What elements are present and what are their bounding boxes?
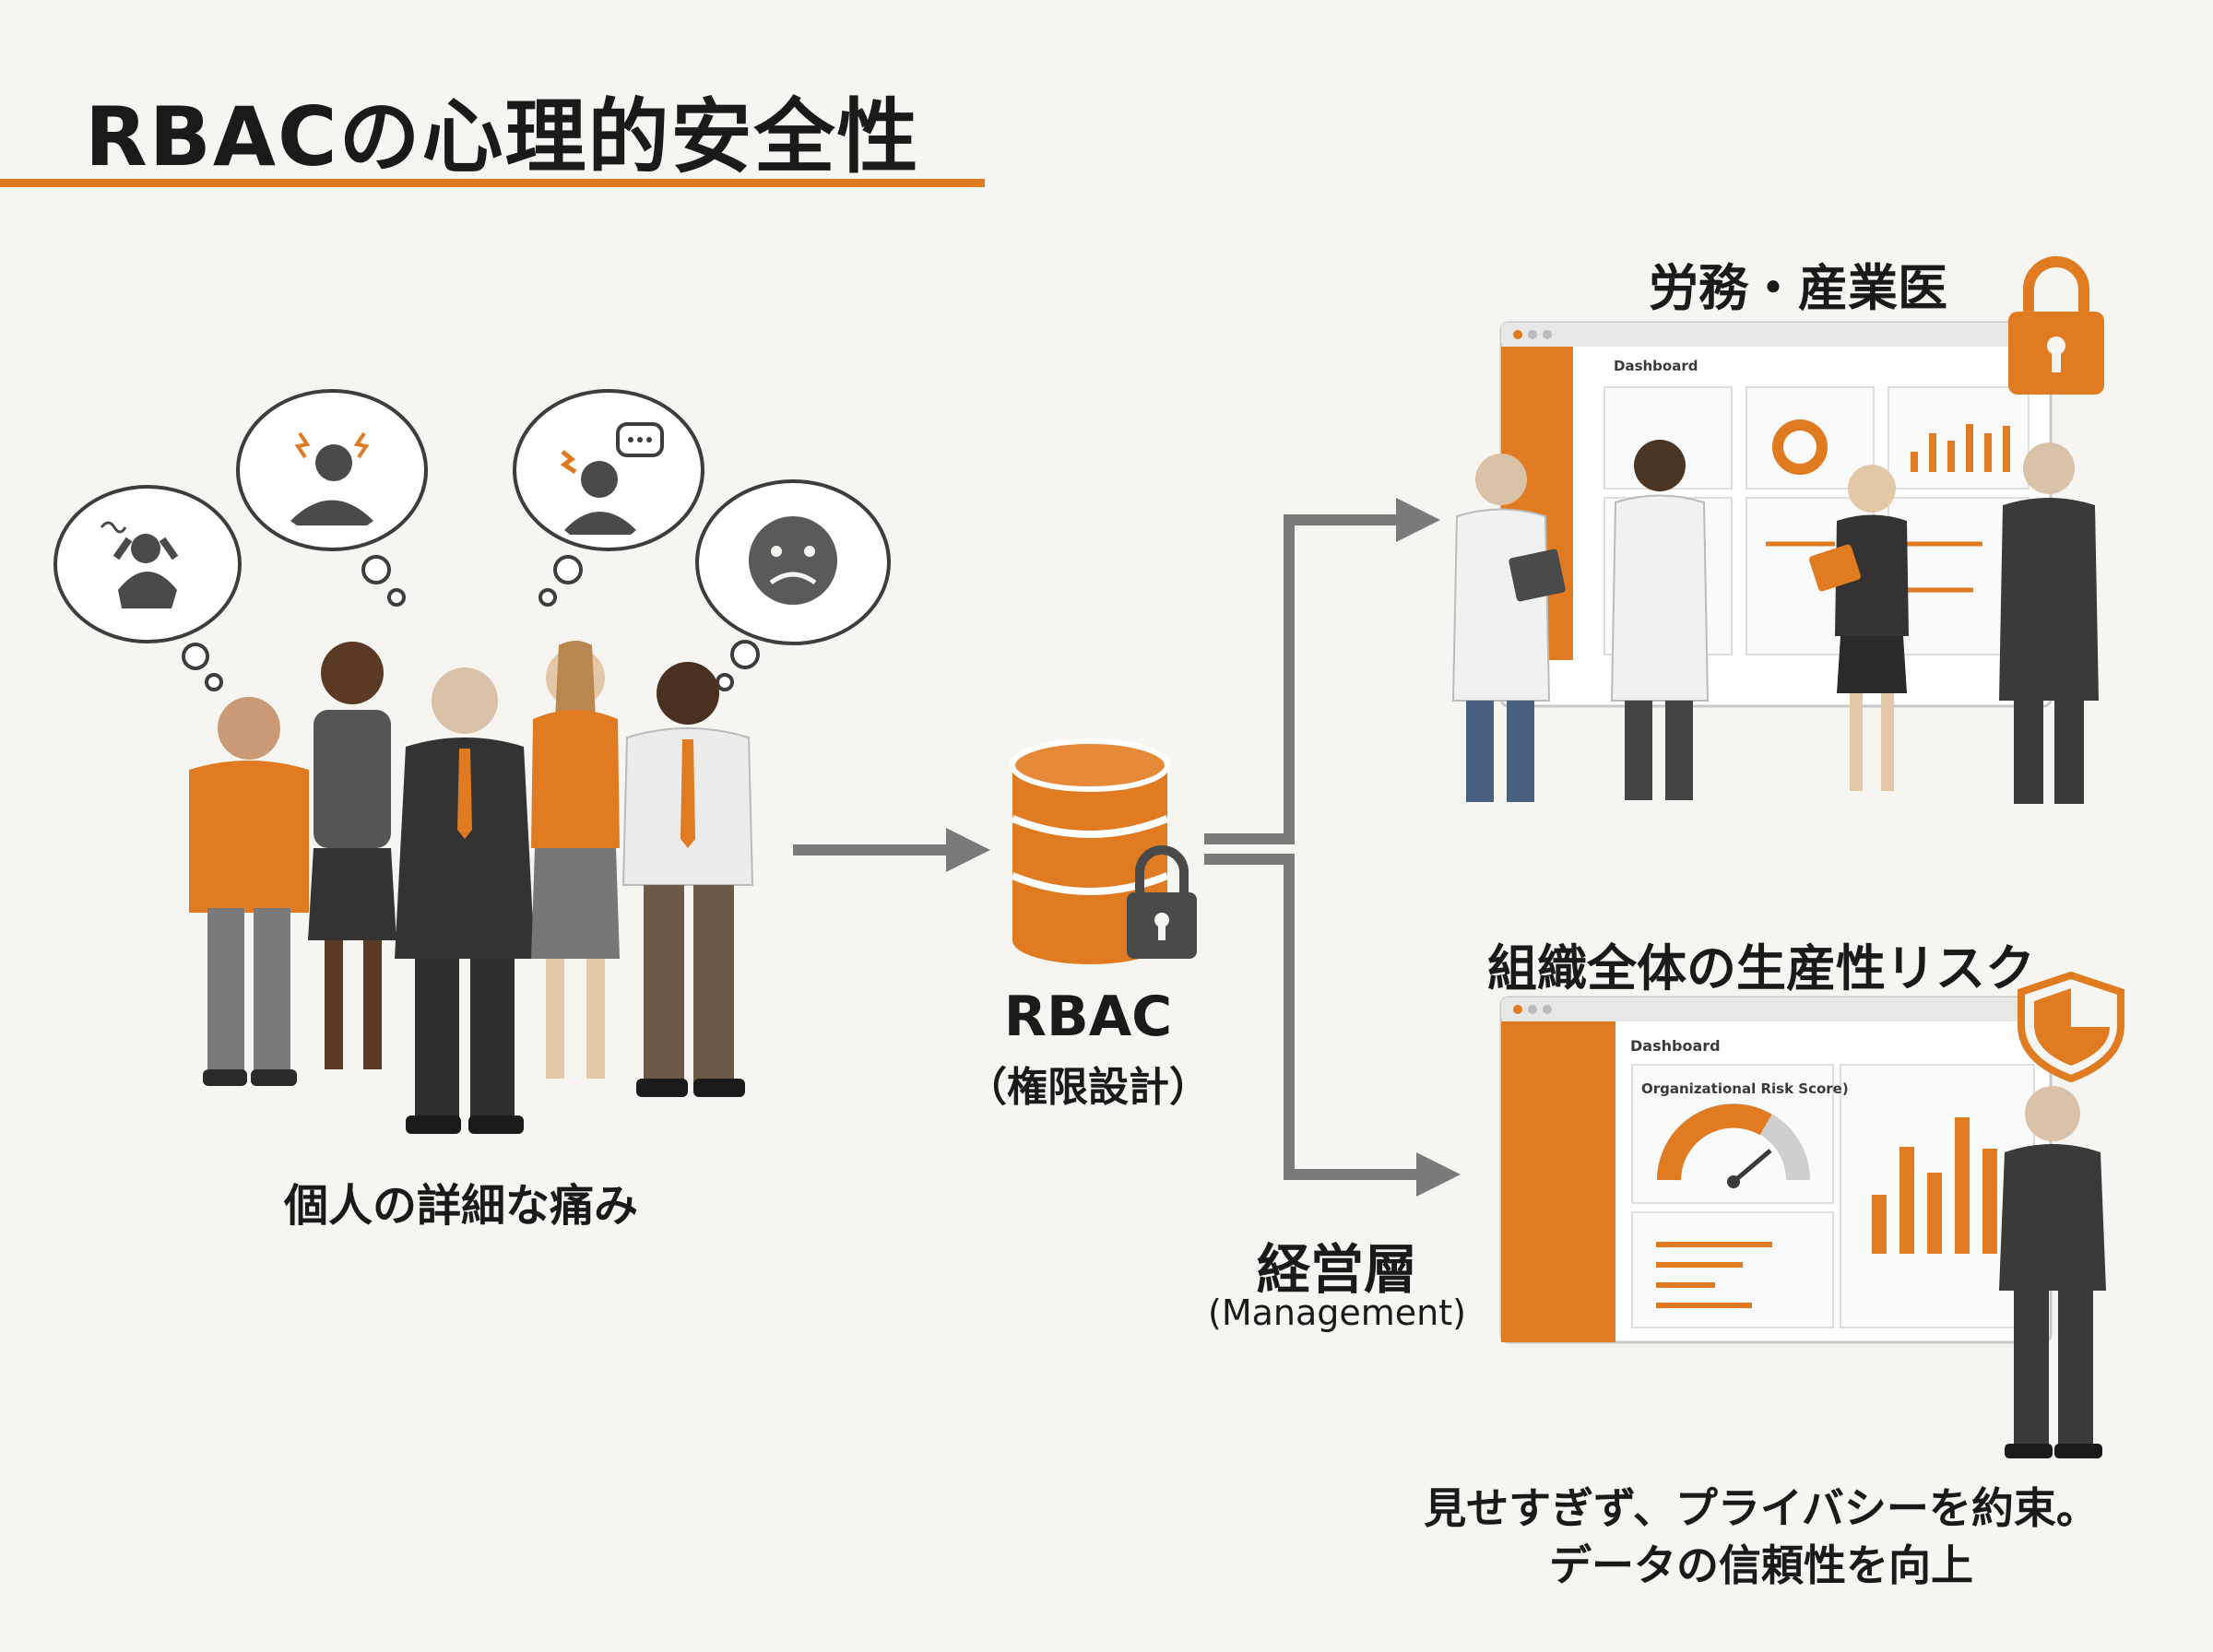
thought-bubble-frustration [236, 389, 428, 607]
mini-bar-chart [1911, 424, 2010, 472]
footer-message: 見せすぎず、プライバシーを約束。 データの信頼性を向上 [1365, 1480, 2158, 1594]
title-underline [0, 179, 985, 187]
footer-line-2: データの信頼性を向上 [1549, 1540, 1973, 1590]
risk-score-card-title: Organizational Risk Score) [1641, 1080, 1849, 1097]
executive-figure [1999, 1086, 2106, 1458]
page-title: RBACの心理的安全性 [85, 89, 920, 184]
thought-bubble-pain [513, 389, 704, 607]
footer-line-1: 見せすぎず、プライバシーを約束。 [1424, 1483, 2099, 1533]
dashboard-sidebar [1501, 1021, 1615, 1342]
doctors-and-staff [1451, 440, 2099, 804]
employee-1 [189, 697, 309, 1086]
database-lock-icon [1127, 845, 1197, 959]
pained-person-icon [560, 450, 636, 535]
people-label: 個人の詳細な痛み [283, 1180, 638, 1232]
gauge-chart [1657, 1103, 1810, 1188]
thought-bubble-headache [53, 485, 242, 691]
employee-2 [308, 642, 396, 1069]
employees-group [189, 641, 754, 1134]
employee-5 [621, 662, 754, 1097]
rbac-sublabel: （権限設計） [966, 1064, 1210, 1111]
sad-face-icon [749, 516, 837, 605]
hr-dashboard-title: Dashboard [1614, 358, 1698, 374]
arrow-to-hr [1204, 498, 1440, 844]
risk-bars-horizontal [1656, 1242, 1772, 1308]
risk-dashboard [1499, 996, 2053, 1344]
employee-3 [395, 667, 535, 1134]
speech-bubble-icon [616, 422, 664, 457]
management-sublabel: (Management) [1208, 1292, 1466, 1333]
management-label: 経営層 [1256, 1238, 1417, 1301]
shield-icon [2018, 971, 2124, 1083]
rbac-label: RBAC [1003, 985, 1173, 1049]
hr-dashboard [1499, 321, 2053, 708]
arrow-to-management [1204, 854, 1461, 1197]
risk-panel-label: 組織全体の生産性リスク [1487, 939, 2035, 997]
hr-panel-label: 労務・産業医 [1649, 259, 1947, 317]
donut-chart [1772, 419, 1828, 475]
frustrated-person-icon [290, 431, 373, 525]
thought-bubble-sad [695, 479, 891, 691]
stressed-person-icon [100, 521, 179, 608]
employee-4 [531, 641, 620, 1079]
lock-icon [2008, 256, 2104, 395]
risk-dashboard-title: Dashboard [1630, 1037, 1721, 1055]
